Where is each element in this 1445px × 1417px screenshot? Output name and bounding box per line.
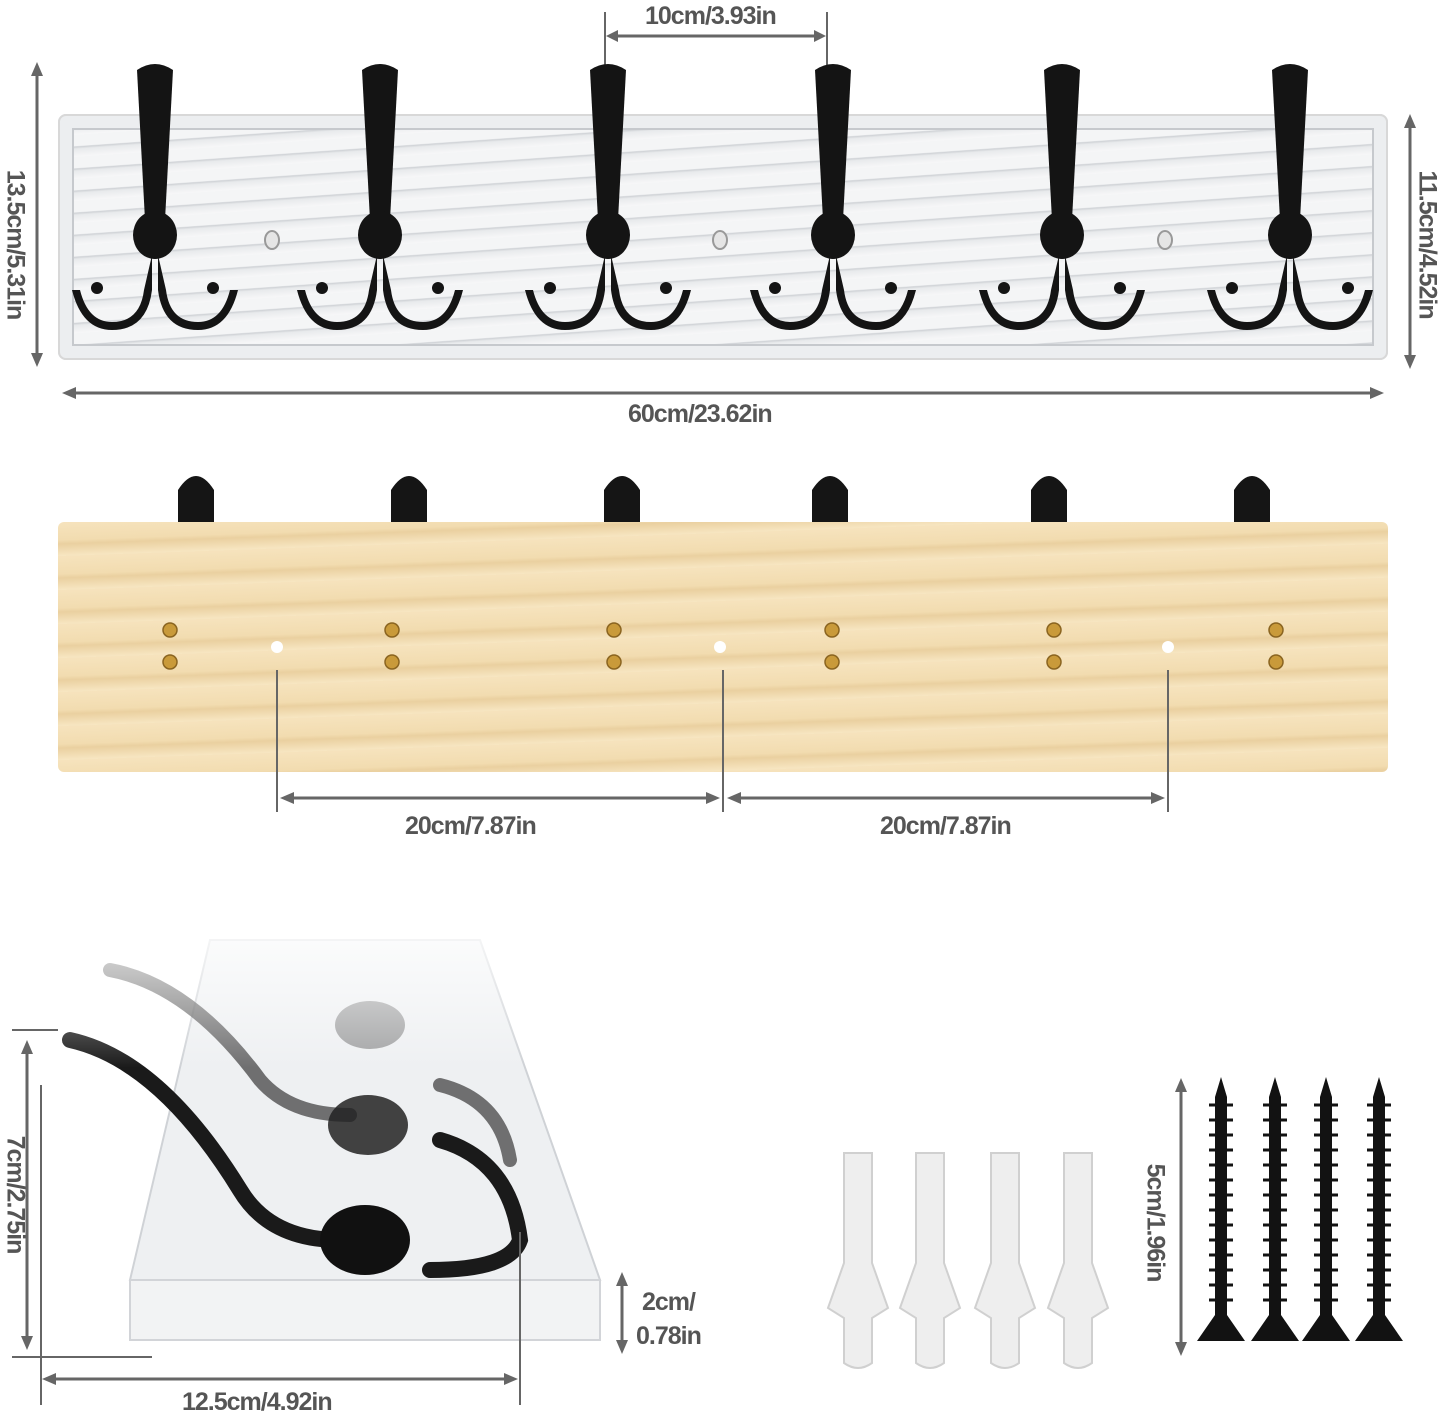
screw-length-arrow-icon xyxy=(1175,1078,1187,1356)
mount-hole-extension-2 xyxy=(722,670,724,812)
depth-extension-right xyxy=(519,1232,521,1405)
screws-and-holes-icon xyxy=(162,622,1284,670)
hook-spacing-label: 10cm/3.93in xyxy=(645,2,777,30)
board-height-arrow-icon xyxy=(1404,114,1416,369)
board-thickness-label-line1: 2cm/ xyxy=(642,1288,696,1316)
mount-spacing-left-arrow-icon xyxy=(280,792,720,804)
overall-height-label: 13.5cm/5.31in xyxy=(1,169,30,320)
depth-extension-left xyxy=(40,1085,42,1405)
wall-anchors-icon xyxy=(826,1152,1110,1369)
overall-width-label: 60cm/23.62in xyxy=(628,400,773,428)
screws-icon xyxy=(1197,1077,1403,1341)
hook-depth-label: 7cm/2.75in xyxy=(1,1135,30,1254)
hook-tops-icon xyxy=(178,476,1270,525)
overall-height-arrow-icon xyxy=(31,62,43,367)
mount-spacing-left-label: 20cm/7.87in xyxy=(405,812,537,840)
hook-depth-extension-top xyxy=(12,1029,58,1031)
mount-hole-extension-1 xyxy=(276,670,278,812)
hook-depth-arrow-icon xyxy=(21,1040,33,1350)
hook-depth-extension-bottom xyxy=(12,1356,152,1358)
side-perspective-rack-icon xyxy=(0,900,620,1380)
overall-depth-arrow-icon xyxy=(42,1373,518,1385)
board-thickness-label-line2: 0.78in xyxy=(636,1322,702,1350)
hook-spacing-arrow-icon xyxy=(606,30,826,42)
mount-spacing-right-label: 20cm/7.87in xyxy=(880,812,1012,840)
overall-depth-label: 12.5cm/4.92in xyxy=(182,1388,333,1416)
mount-hole-extension-3 xyxy=(1167,670,1169,812)
mount-spacing-right-arrow-icon xyxy=(727,792,1165,804)
board-height-label: 11.5cm/4.52in xyxy=(1413,170,1442,319)
screw-length-label: 5cm/1.96in xyxy=(1141,1163,1170,1282)
overall-width-arrow-icon xyxy=(62,387,1384,399)
hooks-row-icon xyxy=(72,64,1373,330)
board-thickness-arrow-icon xyxy=(616,1272,628,1354)
